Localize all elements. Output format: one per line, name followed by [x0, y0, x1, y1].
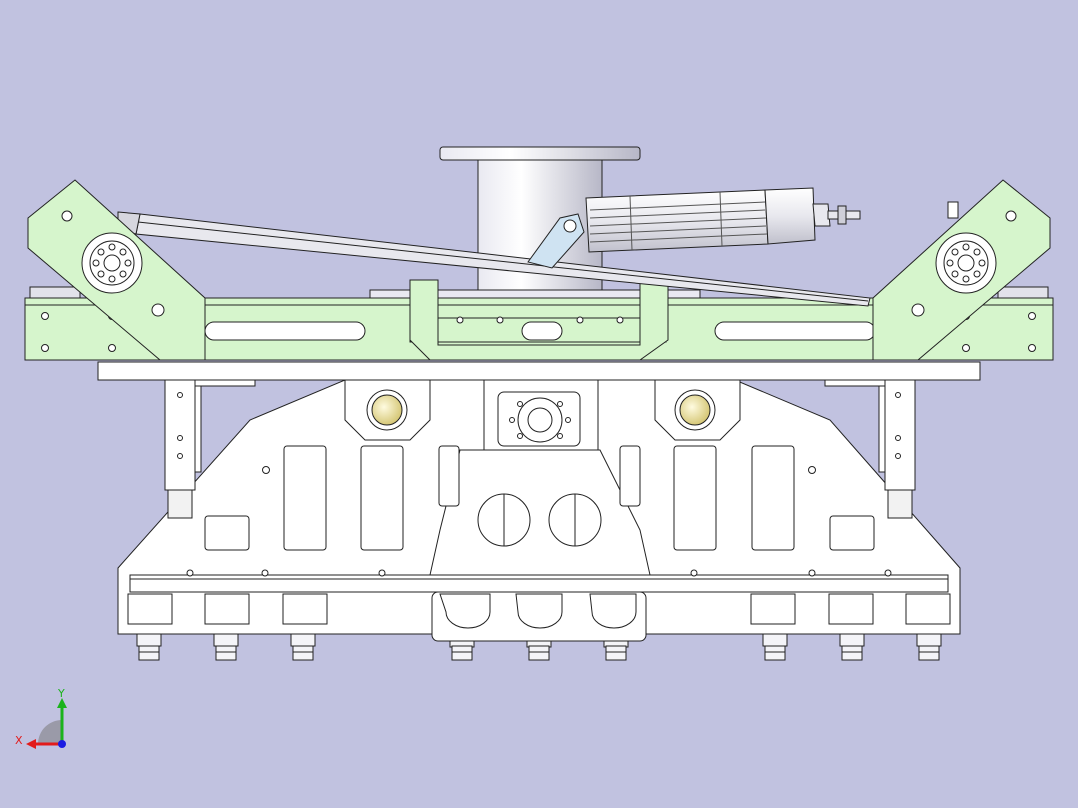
right-arm [872, 179, 1051, 361]
x-axis-arrow [26, 739, 36, 749]
pillow-block-right [654, 379, 741, 441]
y-axis-label: Y [57, 687, 65, 700]
diagonal-rod [117, 211, 871, 307]
z-axis-dot [58, 740, 66, 748]
left-arm [27, 179, 206, 361]
y-axis-arrow [57, 698, 67, 708]
center-coupling [483, 379, 599, 451]
triad-arc [38, 720, 62, 744]
lower-frame [97, 361, 981, 642]
bottom-pads [136, 633, 942, 661]
pillow-block-left [344, 379, 431, 441]
side-hangers [164, 379, 916, 519]
x-axis-label: X [15, 734, 23, 747]
axis-triad: Y X [15, 687, 67, 749]
pneumatic-cylinder [527, 187, 861, 269]
